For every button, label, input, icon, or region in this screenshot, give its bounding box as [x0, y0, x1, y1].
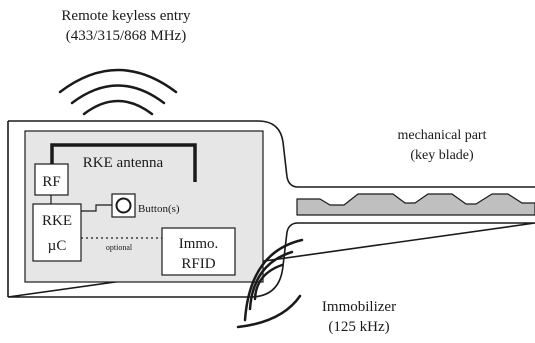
radio-waves-down-left-icon — [236, 238, 304, 329]
button-uc-link — [80, 204, 112, 212]
rke-antenna-label: RKE antenna — [83, 155, 164, 171]
immo-label-line1: Immo. — [179, 236, 219, 252]
rke-title-line2: (433/315/868 MHz) — [66, 28, 186, 44]
immo-rfid-box — [161, 227, 236, 276]
key-blade — [292, 193, 535, 216]
immobilizer-label-line2: (125 kHz) — [328, 319, 389, 335]
radio-waves-up-icon — [58, 68, 178, 116]
rke-antenna-loop — [50, 143, 197, 182]
immo-label-line2: RFID — [181, 256, 215, 272]
rke-uc-box — [32, 203, 82, 262]
rke-uc-label-line1: RKE — [42, 213, 72, 229]
rke-uc-label-line2: µC — [48, 238, 67, 254]
rke-title-line1: Remote keyless entry — [61, 8, 191, 24]
push-button-icon — [111, 193, 136, 218]
optional-label: optional — [106, 243, 133, 252]
button-label: Button(s) — [138, 203, 180, 215]
mechanical-label-line1: mechanical part — [397, 128, 486, 143]
key-head-outline — [7, 120, 535, 298]
rf-label: RF — [42, 174, 60, 190]
immobilizer-label-line1: Immobilizer — [322, 299, 396, 315]
mechanical-label-line2: (key blade) — [410, 148, 474, 163]
